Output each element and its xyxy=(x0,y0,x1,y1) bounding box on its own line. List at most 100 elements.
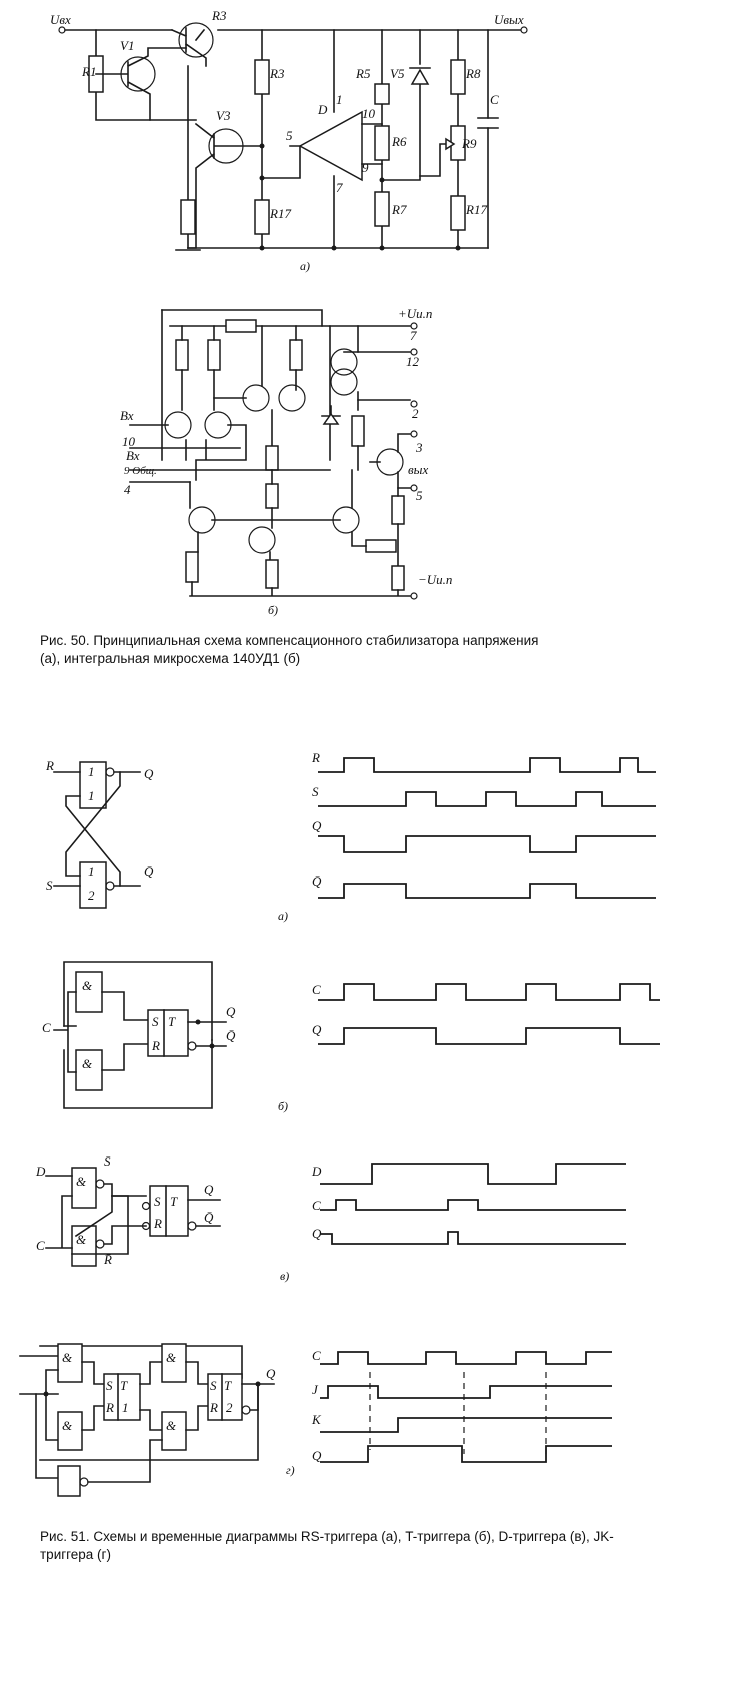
waveform-q-c xyxy=(320,1231,626,1245)
waveform-s xyxy=(318,791,656,807)
label-q-out-c: Q xyxy=(204,1182,214,1197)
label-q-out-d: Q xyxy=(266,1366,276,1381)
transistor-q1 xyxy=(164,411,192,439)
label-c-in-b: C xyxy=(42,1020,51,1035)
label-pin12: 12 xyxy=(406,354,420,369)
label-u-out: Uвых xyxy=(494,12,524,27)
label-pin7: 7 xyxy=(336,180,343,195)
label-q-out: Q xyxy=(144,766,154,781)
label-sbar: S̄ xyxy=(104,1154,111,1169)
wave-label-qbar: Q̄ xyxy=(312,874,322,889)
svg-text:&: & xyxy=(82,978,93,993)
fig50a-stabilizer-schematic: Uвх Uвых R3 R1 V1 V3 R3 R17 xyxy=(50,8,528,273)
svg-text:1: 1 xyxy=(88,788,95,803)
svg-text:&: & xyxy=(166,1418,177,1433)
label-rbar: R̄ xyxy=(103,1252,112,1267)
waveform-q-d xyxy=(320,1445,612,1463)
svg-text:1: 1 xyxy=(88,864,95,879)
svg-text:1: 1 xyxy=(88,764,95,779)
svg-text:T: T xyxy=(224,1378,232,1393)
waveform-q-b xyxy=(318,1027,660,1045)
fig50a-sublabel: а) xyxy=(300,259,310,273)
label-v1: V1 xyxy=(120,38,134,53)
fig51-caption: Рис. 51. Схемы и временные диаграммы RS-… xyxy=(40,1529,614,1562)
label-d-in: D xyxy=(35,1164,46,1179)
op-amp-d xyxy=(298,110,363,182)
label-r5: R5 xyxy=(355,66,371,81)
wave-label-k: K xyxy=(311,1412,322,1427)
svg-text:2: 2 xyxy=(226,1400,233,1415)
label-d: D xyxy=(317,102,328,117)
wave-label-q: Q xyxy=(312,818,322,833)
inverter-d xyxy=(57,1465,81,1497)
svg-text:1: 1 xyxy=(122,1400,129,1415)
svg-text:S: S xyxy=(106,1378,113,1393)
label-qbar-out: Q̄ xyxy=(144,864,154,879)
label-pin4b: 4 xyxy=(124,482,131,497)
svg-text:S: S xyxy=(210,1378,217,1393)
label-v3: V3 xyxy=(216,108,231,123)
waveform-d xyxy=(320,1163,626,1185)
label-r8: R8 xyxy=(465,66,481,81)
label-u-in: Uвх xyxy=(50,12,71,27)
wave-label-c-b: C xyxy=(312,982,321,997)
svg-text:S: S xyxy=(152,1014,159,1029)
waveform-qbar xyxy=(318,883,656,899)
fig50-caption: Рис. 50. Принципиальная схема компенсаци… xyxy=(40,633,539,666)
wave-label-c-d: C xyxy=(312,1348,321,1363)
label-v5: V5 xyxy=(390,66,405,81)
svg-text:T: T xyxy=(170,1194,178,1209)
svg-text:R: R xyxy=(209,1400,218,1415)
waveform-c-c xyxy=(320,1199,626,1211)
svg-text:T: T xyxy=(168,1014,176,1029)
label-in2: Вх xyxy=(126,448,140,463)
svg-text:R: R xyxy=(153,1216,162,1231)
svg-text:&: & xyxy=(82,1056,93,1071)
label-pin5b: 5 xyxy=(416,488,423,503)
wave-label-d: D xyxy=(311,1164,322,1179)
label-c-in-c: C xyxy=(36,1238,45,1253)
and-gate-d2 xyxy=(71,1225,97,1267)
waveform-q xyxy=(318,835,656,853)
resistor-r7 xyxy=(374,191,390,227)
label-pin9-common: 9 Общ. xyxy=(124,465,157,477)
flipflop-d xyxy=(149,1185,189,1237)
svg-text:&: & xyxy=(166,1350,177,1365)
resistor-top xyxy=(225,319,257,333)
wave-label-j: J xyxy=(312,1382,319,1397)
label-out: вых xyxy=(408,462,428,477)
label-r17: R17 xyxy=(465,202,487,217)
svg-text:&: & xyxy=(76,1232,87,1247)
label-r6: R6 xyxy=(391,134,407,149)
label-qbar-out-c: Q̄ xyxy=(204,1210,214,1225)
svg-text:T: T xyxy=(120,1378,128,1393)
resistor-r4 xyxy=(254,199,270,235)
label-pin7b: 7 xyxy=(410,328,417,343)
fig51a-rs-trigger: R S 1 1 1 2 Q Q̄ а) R S Q Q̄ xyxy=(45,750,656,923)
svg-text:2: 2 xyxy=(88,888,95,903)
svg-text:&: & xyxy=(62,1350,73,1365)
label-v2: R3 xyxy=(211,8,227,23)
fig50b-sublabel: б) xyxy=(268,603,278,617)
svg-text:&: & xyxy=(76,1174,87,1189)
resistor-r17 xyxy=(450,195,466,231)
gate-1 xyxy=(79,761,107,809)
zener-v5 xyxy=(410,68,430,85)
label-c: C xyxy=(490,92,499,107)
label-qbar-out-b: Q̄ xyxy=(226,1028,236,1043)
label-r7: R7 xyxy=(391,202,407,217)
label-r-in: R xyxy=(45,758,54,773)
resistor-r5 xyxy=(374,83,390,105)
resistor-r2 xyxy=(180,199,196,235)
svg-text:S: S xyxy=(154,1194,161,1209)
label-pin3: 3 xyxy=(415,440,423,455)
label-u-neg: −Uи.п xyxy=(418,572,452,587)
fig51d-jk-trigger: & & S T R 1 & & S T R 2 Q г) C J K xyxy=(19,1343,612,1497)
label-r1: R1 xyxy=(81,64,96,79)
fig51b-sublabel: б) xyxy=(278,1099,288,1113)
label-r4: R17 xyxy=(269,206,291,221)
transistor-v2 xyxy=(178,22,214,58)
label-u-pos: +Uи.п xyxy=(398,306,432,321)
svg-text:R: R xyxy=(105,1400,114,1415)
